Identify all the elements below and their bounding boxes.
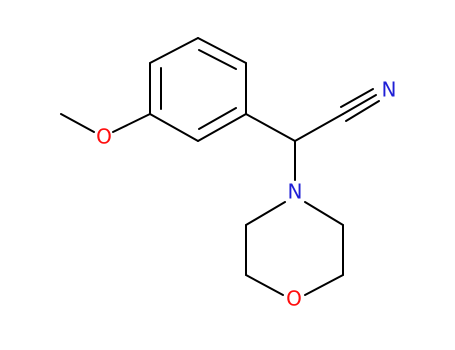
morpholine-oxygen-label: O <box>286 287 302 311</box>
atom-labels: O N N O <box>96 78 396 311</box>
ring-bond-6 <box>149 113 199 142</box>
nitrile-triple-bond-1 <box>340 88 374 108</box>
bond-aryl-alpha-carbon <box>245 113 296 142</box>
nitrile-nitrogen-label: N <box>382 78 397 102</box>
morpholine-bond-right-n <box>304 201 344 226</box>
bonds <box>60 37 380 296</box>
morpholine-bond-oxygen-right <box>304 274 344 296</box>
methoxy-oxygen-label: O <box>96 125 112 149</box>
bond-oxygen-aryl <box>112 113 151 133</box>
ring-bond-3 <box>197 37 247 64</box>
bond-alpha-carbon-nitrile-carbon <box>294 113 344 142</box>
nitrile-triple-bond-3 <box>345 100 380 122</box>
ring-bond-5-inner <box>198 107 237 130</box>
morpholine-bond-left-oxygen <box>245 274 284 296</box>
bond-methyl-oxygen <box>60 113 95 133</box>
morpholine-bond-n-left <box>245 201 286 226</box>
ring-bond-3-inner <box>198 49 237 70</box>
ring-bond-5 <box>197 113 247 142</box>
morpholine-nitrogen-label: N <box>288 180 303 204</box>
nitrile-triple-bond-2 <box>342 94 377 115</box>
ring-bond-2 <box>149 37 199 64</box>
